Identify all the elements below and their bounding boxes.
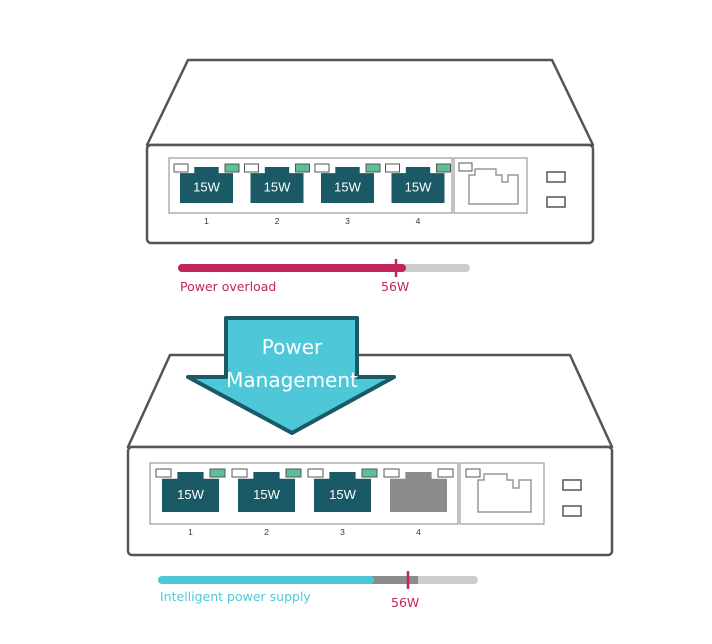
bottom-ports-port-power-1: 15W — [177, 487, 204, 502]
bottom-ports-left-led-4 — [383, 468, 400, 478]
power-management-arrow: Power Management — [186, 316, 396, 435]
top-ports-left-led-4 — [385, 163, 400, 173]
top-port-group: 15W 1 15W 2 15W 3 15W 4 — [173, 163, 451, 226]
bottom-status-led-1 — [562, 479, 582, 491]
top-ports-port-1 — [180, 167, 233, 203]
top-ports-port-power-2: 15W — [264, 179, 291, 194]
top-ports-port-number-3: 3 — [345, 216, 350, 226]
top-ports-green-led-1 — [224, 163, 240, 173]
bottom-ports-port-number-1: 1 — [188, 527, 193, 537]
bottom-ports-port-number-3: 3 — [340, 527, 345, 537]
bottom-ports-green-led-3 — [361, 468, 378, 478]
bottom-ports-port-number-4: 4 — [416, 527, 421, 537]
bottom-switch-lid — [126, 353, 614, 449]
bottom-power-bar: Intelligent power supply 56W — [158, 571, 478, 610]
bottom-ports-green-led-1 — [209, 468, 226, 478]
bottom-uplink-led — [465, 468, 481, 478]
bottom-port-group: 15W 1 15W 2 15W 3 4 — [155, 468, 454, 537]
top-power-bar: Power overload 56W — [178, 259, 470, 294]
arrow-label-line1: Power — [262, 335, 323, 359]
top-switch: 15W 1 15W 2 15W 3 15W 4 — [145, 58, 595, 245]
bottom-ports-port-2 — [238, 472, 295, 512]
top-bar-label: Power overload — [180, 279, 276, 294]
top-ports-green-led-4 — [436, 163, 451, 173]
bottom-ports-port-number-2: 2 — [264, 527, 269, 537]
bottom-ports-port-power-3: 15W — [329, 487, 356, 502]
bottom-uplink-bay — [459, 462, 545, 525]
bottom-bar-label: Intelligent power supply — [160, 589, 311, 604]
top-status-led-1 — [546, 171, 566, 183]
bottom-ports-port-power-2: 15W — [253, 487, 280, 502]
top-uplink-bay — [453, 157, 528, 214]
top-uplink-port — [468, 168, 519, 205]
bottom-ports-left-led-2 — [231, 468, 248, 478]
top-ports-port-number-4: 4 — [416, 216, 421, 226]
top-ports-left-led-1 — [173, 163, 189, 173]
top-status-led-2 — [546, 196, 566, 208]
bottom-ports-left-led-3 — [307, 468, 324, 478]
bottom-ports-port-4 — [390, 472, 447, 512]
bottom-uplink-port — [477, 473, 532, 513]
bottom-ports-green-led-2 — [285, 468, 302, 478]
top-ports-port-3 — [321, 167, 374, 203]
top-ports-port-number-2: 2 — [275, 216, 280, 226]
top-ports-left-led-2 — [244, 163, 259, 173]
bottom-status-led-2 — [562, 505, 582, 517]
top-switch-lid — [145, 58, 595, 147]
top-ports-port-power-4: 15W — [405, 179, 432, 194]
top-ports-green-led-3 — [365, 163, 381, 173]
top-uplink-led — [458, 162, 473, 172]
top-ports-port-number-1: 1 — [204, 216, 209, 226]
bottom-bar-limit-label: 56W — [391, 595, 419, 610]
top-ports-left-led-3 — [314, 163, 330, 173]
top-port-bay — [168, 157, 453, 214]
bottom-ports-left-led-1 — [155, 468, 172, 478]
bottom-port-bay — [149, 462, 459, 525]
arrow-shape — [186, 316, 396, 435]
top-ports-port-2 — [250, 167, 304, 203]
bottom-ports-port-3 — [314, 472, 371, 512]
bottom-ports-green-led-4 — [437, 468, 454, 478]
bottom-ports-port-1 — [162, 472, 219, 512]
top-ports-port-power-1: 15W — [193, 179, 220, 194]
top-bar-limit-label: 56W — [381, 279, 409, 294]
top-ports-port-power-3: 15W — [334, 179, 361, 194]
top-ports-green-led-2 — [295, 163, 310, 173]
arrow-label-line2: Management — [226, 368, 358, 392]
top-ports-port-4 — [391, 167, 445, 203]
